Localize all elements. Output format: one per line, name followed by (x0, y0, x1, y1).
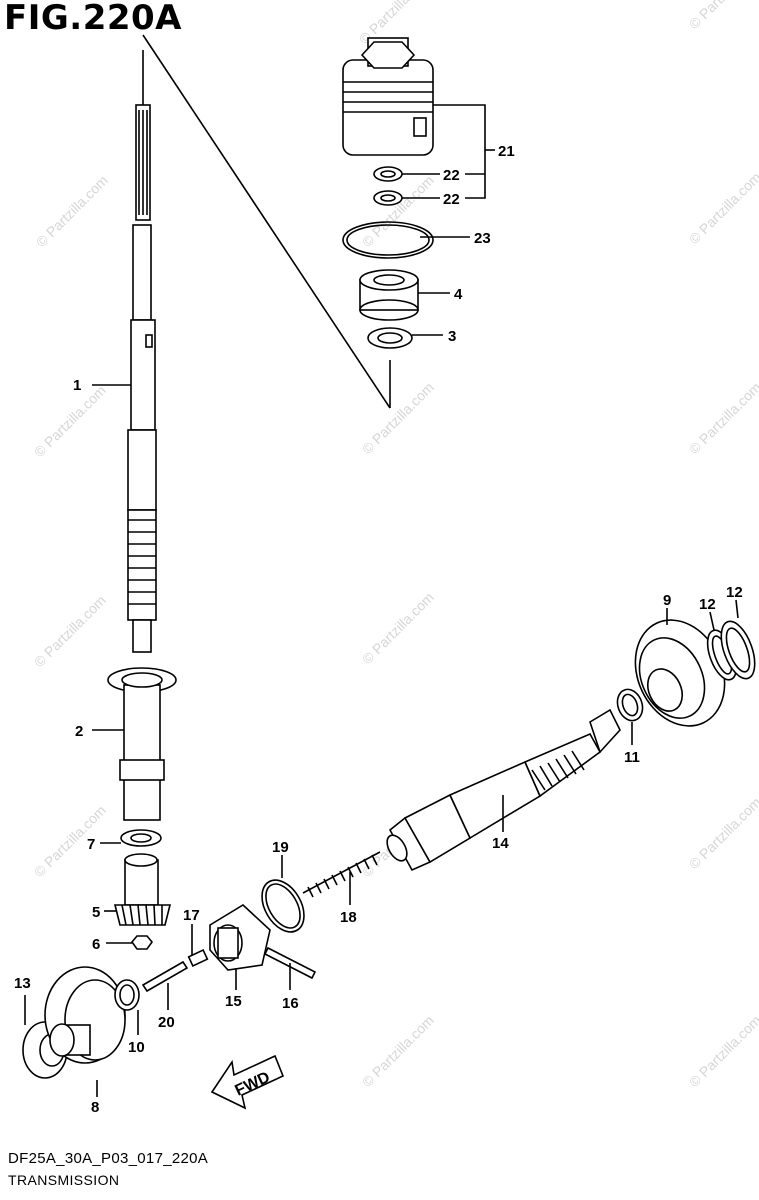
leader-lines (24, 104, 739, 1097)
cartridge-housing (342, 37, 434, 156)
oil-seal (380, 170, 396, 178)
callout-7: 7 (87, 836, 95, 853)
callout-13: 13 (14, 975, 31, 992)
callout-8: 8 (91, 1099, 99, 1116)
figure-title: FIG.220A (4, 0, 182, 38)
watermark: © Partzilla.com (359, 172, 437, 250)
retaining-ring (261, 879, 305, 933)
drive-shaft (127, 104, 157, 653)
washer (377, 332, 403, 344)
figure-name: TRANSMISSION (8, 1172, 120, 1188)
callout-16: 16 (282, 995, 299, 1012)
oil-seal (380, 194, 396, 202)
callout-12: 12 (699, 596, 716, 613)
return-spring (302, 851, 381, 898)
callout-23: 23 (474, 230, 491, 247)
callout-9: 9 (663, 592, 671, 609)
callout-22: 22 (443, 191, 460, 208)
callout-15: 15 (225, 993, 242, 1010)
shim (119, 984, 135, 1006)
o-ring (346, 224, 430, 256)
watermark: © Partzilla.com (686, 794, 759, 872)
callout-1: 1 (73, 377, 81, 394)
watermark: © Partzilla.com (686, 0, 759, 32)
callout-numbers: 1 2 3 4 5 6 7 8 9 10 11 12 12 13 14 15 1… (14, 143, 743, 1116)
clutch-dog (209, 904, 271, 971)
pinion-gear (113, 853, 172, 926)
shift-pin (141, 960, 189, 993)
callout-14: 14 (492, 835, 509, 852)
watermark: © Partzilla.com (31, 592, 109, 670)
callout-22: 22 (443, 167, 460, 184)
callout-21: 21 (498, 143, 515, 160)
watermark: © Partzilla.com (31, 382, 109, 460)
forward-direction-arrow: FWD (210, 1054, 285, 1110)
callout-17: 17 (183, 907, 200, 924)
forward-gear (634, 619, 726, 727)
callout-19: 19 (272, 839, 289, 856)
reverse-gear (44, 966, 126, 1064)
callout-5: 5 (92, 904, 100, 921)
callout-6: 6 (92, 936, 100, 953)
shim (725, 627, 751, 673)
watermark: © Partzilla.com (686, 379, 759, 457)
shim (130, 833, 152, 843)
watermark: © Partzilla.com (686, 169, 759, 247)
watermark: © Partzilla.com (33, 172, 111, 250)
callout-4: 4 (454, 286, 463, 303)
callout-2: 2 (75, 723, 83, 740)
callout-12: 12 (726, 584, 743, 601)
pinion-nut (130, 935, 154, 950)
watermark: © Partzilla.com (31, 802, 109, 880)
watermark: © Partzilla.com (359, 379, 437, 457)
retaining-ring (265, 883, 301, 929)
callout-3: 3 (448, 328, 456, 345)
figure-code: DF25A_30A_P03_017_220A (8, 1150, 209, 1167)
callout-20: 20 (158, 1014, 175, 1031)
o-ring (342, 221, 434, 259)
detail-projection-lines (142, 34, 391, 409)
callout-11: 11 (624, 749, 640, 766)
shaft-sleeve (107, 667, 177, 821)
shim (621, 693, 639, 717)
bearing (359, 269, 419, 321)
callout-18: 18 (340, 909, 357, 926)
callout-10: 10 (128, 1039, 145, 1056)
clutch-pin (187, 949, 209, 967)
propeller-shaft (386, 708, 621, 872)
watermark: © Partzilla.com (359, 589, 437, 667)
watermark: © Partzilla.com (686, 1012, 759, 1090)
watermark: © Partzilla.com (359, 1012, 437, 1090)
